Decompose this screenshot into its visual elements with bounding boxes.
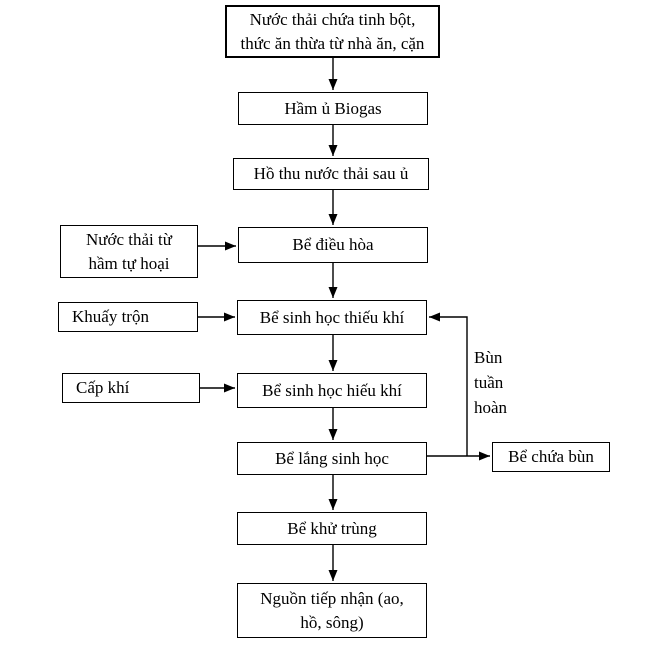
node-settling-tank: Bể lắng sinh học [237, 442, 427, 475]
node-sludge-tank: Bể chứa bùn [492, 442, 610, 472]
node-air-supply: Cấp khí [62, 373, 200, 403]
sludge-recirculation-label: Bùn tuần hoàn [474, 348, 508, 417]
node-biogas-digester: Hầm ủ Biogas [238, 92, 428, 125]
node-anoxic-tank: Bể sinh học thiếu khí [237, 300, 427, 335]
arrow-sludge-recirculation-to-anoxic [429, 312, 468, 456]
node-collection-pond: Hồ thu nước thải sau ủ [233, 158, 429, 190]
node-disinfection-tank: Bể khử trùng [237, 512, 427, 545]
node-receiving-source: Nguồn tiếp nhận (ao, hồ, sông) [237, 583, 427, 638]
node-aerobic-tank: Bể sinh học hiếu khí [237, 373, 427, 408]
node-source: Nước thải chứa tinh bột, thức ăn thừa từ… [225, 5, 440, 58]
node-septic-wastewater: Nước thải từ hầm tự hoại [60, 225, 198, 278]
node-equalization-tank: Bể điều hòa [238, 227, 428, 263]
node-mixing: Khuấy trộn [58, 302, 198, 332]
